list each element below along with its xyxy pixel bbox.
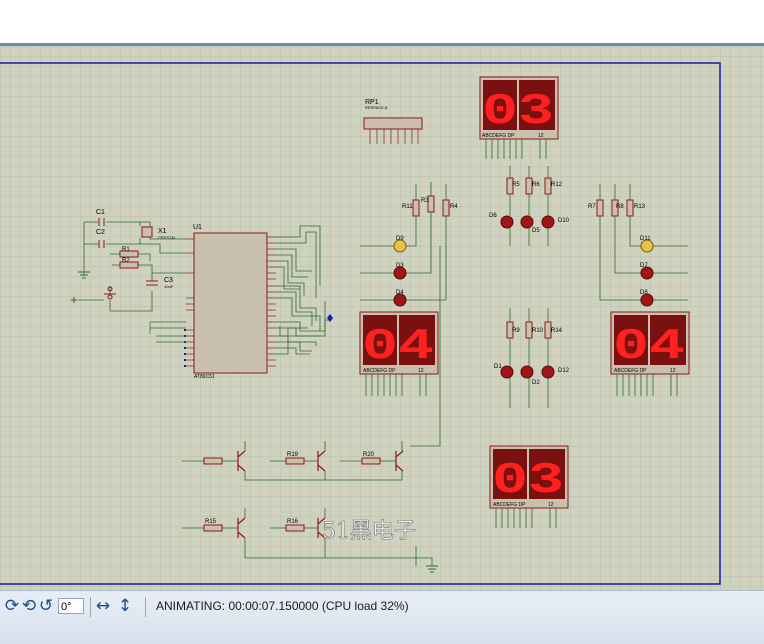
d5-label: D5	[532, 228, 540, 234]
traffic-light-top[interactable]: R5 R6 R12 D6 D5 D10	[489, 166, 570, 246]
d12-label: D12	[558, 368, 570, 374]
r3-label: R3	[421, 198, 429, 204]
r4-label: R4	[450, 204, 458, 210]
oscillator-circuit[interactable]: C1 C2 X1 CRYSTAL R1 R2 C3 10uF	[71, 209, 186, 312]
traffic-light-left[interactable]: R11 R3 R4 D9 D3 D4	[360, 182, 458, 307]
transistor-drivers[interactable]: R19 R20 R15 R16	[182, 246, 441, 573]
x1-label: X1	[158, 228, 167, 235]
r6-label: R6	[532, 182, 540, 188]
traffic-light-bottom[interactable]: R9 R10 R14 D1 D2 D12	[494, 308, 570, 408]
status-bar: ⟳ ⟲ ↺ 0° ↔ ↕ ANIMATING: 00:00:07.150000 …	[0, 590, 764, 644]
d4-label: D4	[396, 290, 404, 296]
d3-label: D3	[396, 263, 404, 269]
r14-label: R14	[551, 328, 563, 334]
display-left-digits: 04	[362, 322, 434, 372]
r15-label: R15	[205, 519, 217, 525]
r16-label: R16	[287, 519, 299, 525]
display-right-pin-label-right: 12	[670, 368, 676, 374]
seven-segment-display-right[interactable]: ABCDEFG DP 12 04	[610, 311, 690, 375]
r20-label: R20	[363, 452, 375, 458]
r12-label: R12	[551, 182, 563, 188]
rotate-clockwise-icon[interactable]: ⟳	[4, 596, 20, 616]
d6-label: D6	[489, 213, 497, 219]
rotation-angle-input[interactable]: 0°	[58, 598, 84, 614]
display-pin-stubs	[365, 139, 678, 528]
d1-label: D1	[494, 364, 502, 370]
display-top-pin-label-right: 12	[538, 133, 544, 139]
r8-label: R8	[616, 204, 624, 210]
r11-label: R11	[402, 204, 413, 210]
toolbar-separator	[90, 597, 91, 617]
p1-stubs	[149, 321, 186, 343]
seven-segment-display-top[interactable]: ABCDEFG DP 12 03	[479, 76, 559, 140]
title-area	[0, 0, 764, 44]
r1-label: R1	[122, 247, 130, 253]
display-top-digits: 03	[482, 87, 554, 137]
bus-connector	[327, 314, 333, 322]
u1-part-label: AT89C51	[194, 374, 215, 380]
display-bottom-digits: 03	[492, 456, 564, 506]
schematic-canvas[interactable]: U1 AT89C51	[0, 46, 764, 590]
u1-label: U1	[193, 224, 202, 231]
display-left-pin-label-right: 12	[418, 368, 424, 374]
r19-label: R19	[287, 452, 299, 458]
r7-label: R7	[588, 204, 596, 210]
d8-label: D8	[640, 290, 648, 296]
traffic-light-right[interactable]: R7 R8 R13 D11 D7 D8	[588, 184, 688, 307]
rp1-label: RP1	[365, 99, 379, 106]
title-divider	[0, 43, 764, 46]
r13-label: R13	[634, 204, 646, 210]
d11-label: D11	[640, 236, 651, 242]
r9-label: R9	[512, 328, 520, 334]
microcontroller-u1[interactable]: U1 AT89C51	[184, 224, 276, 380]
c3-sublabel: 10uF	[164, 284, 174, 289]
display-bottom-pin-label-right: 12	[548, 502, 554, 508]
d10-label: D10	[558, 218, 570, 224]
rotate-anticlockwise-icon[interactable]: ⟲	[21, 596, 37, 616]
display-left-pin-label: ABCDEFG DP	[363, 368, 396, 374]
d7-label: D7	[640, 263, 648, 269]
r10-label: R10	[532, 328, 544, 334]
c1-label: C1	[96, 209, 105, 216]
rp1-sublabel: RESPACK-8	[365, 105, 388, 110]
c3-label: C3	[164, 277, 173, 284]
toolbar-separator	[145, 597, 146, 617]
seven-segment-display-left[interactable]: ABCDEFG DP 12 04	[359, 311, 439, 375]
display-right-pin-label: ABCDEFG DP	[614, 368, 647, 374]
flip-vertical-icon[interactable]: ↕	[117, 596, 133, 616]
display-bottom-pin-label: ABCDEFG DP	[493, 502, 526, 508]
resistor-pack-rp1[interactable]: RP1 RESPACK-8	[363, 99, 423, 144]
display-right-digits: 04	[613, 322, 685, 372]
sheet-border	[0, 62, 721, 585]
r5-label: R5	[512, 182, 520, 188]
rotate-anticlockwise-alt-icon[interactable]: ↺	[38, 596, 54, 616]
x1-sublabel: CRYSTAL	[158, 235, 177, 240]
display-top-pin-label: ABCDEFG DP	[482, 133, 515, 139]
flip-horizontal-icon[interactable]: ↔	[95, 596, 111, 616]
watermark-text: 51黑电子	[322, 519, 416, 544]
d9-label: D9	[396, 236, 404, 242]
d2-label: D2	[532, 380, 540, 386]
c2-label: C2	[96, 229, 105, 236]
seven-segment-display-bottom[interactable]: ABCDEFG DP 12 03	[489, 445, 569, 509]
r2-label: R2	[122, 258, 130, 264]
port-bus-wires	[276, 225, 330, 355]
animation-status-text: ANIMATING: 00:00:07.150000 (CPU load 32%…	[156, 599, 409, 613]
